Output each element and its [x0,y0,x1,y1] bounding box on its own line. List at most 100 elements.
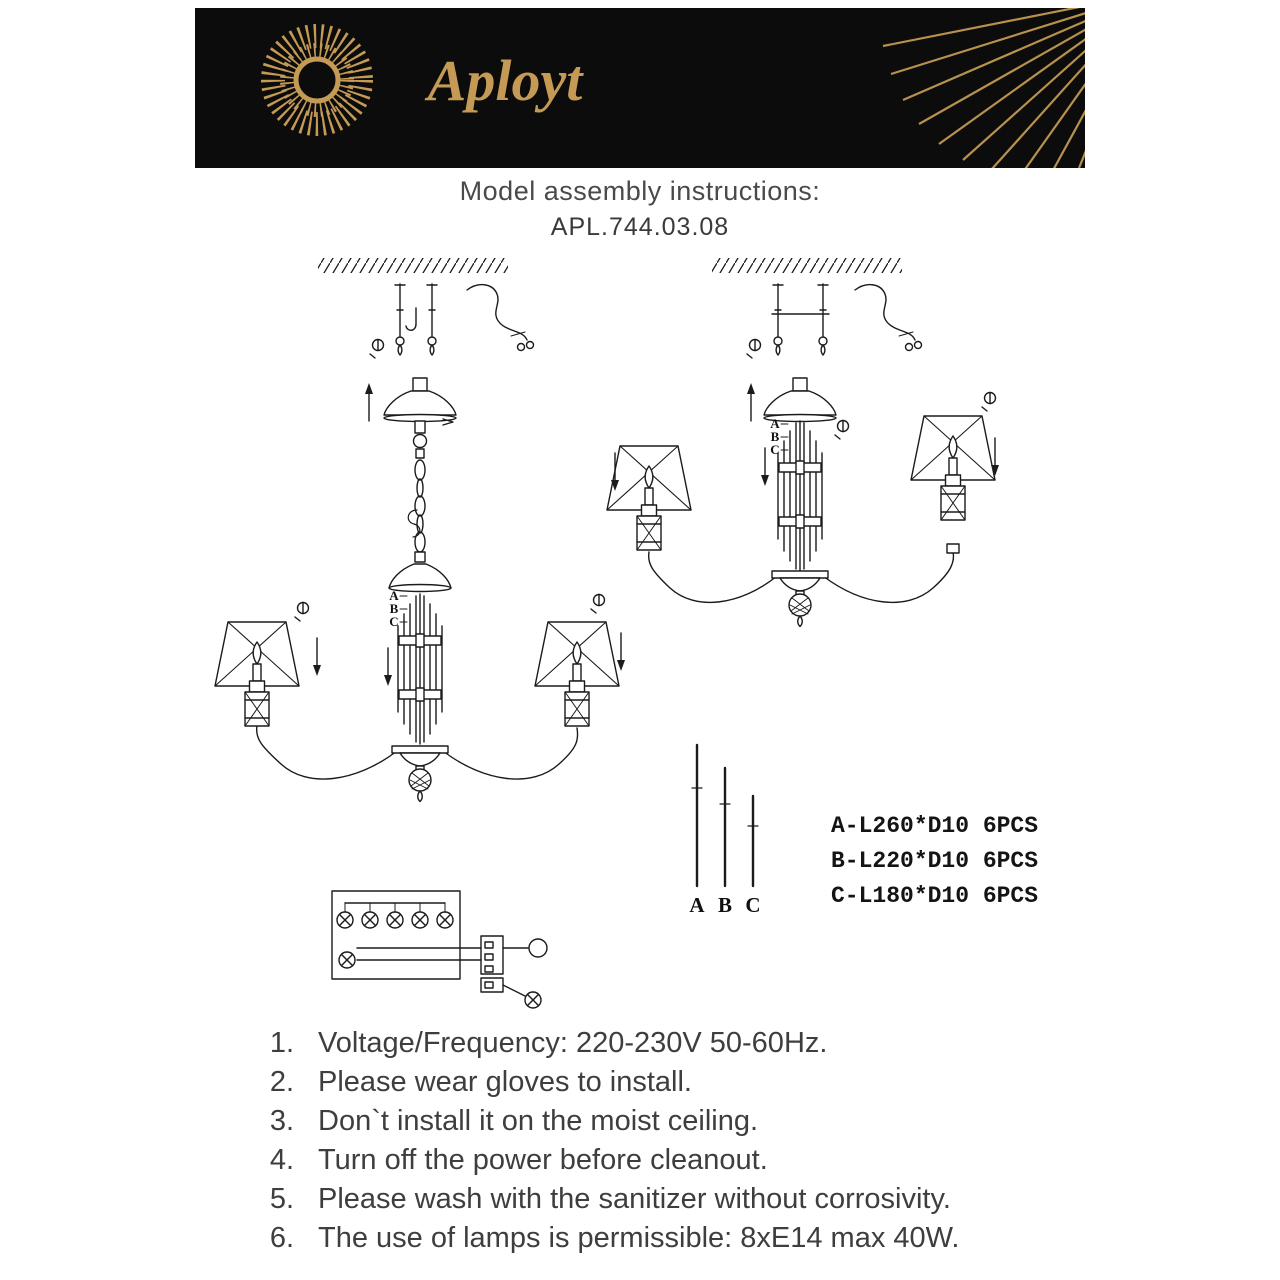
down-arrow-icon [760,447,770,487]
mounting-screw [426,283,438,356]
down-arrow-icon [312,637,322,677]
screw-icon [294,601,310,622]
instruction-text: Voltage/Frequency: 220-230V 50-60Hz. [318,1027,828,1059]
instruction-number: 6. [269,1222,294,1254]
brand-banner: Aployt [195,8,1085,168]
connector-pin [484,953,494,961]
latch-icon [442,418,454,426]
screw-icon [981,391,997,412]
terminal-symbol [361,911,379,929]
instruction-item: 1. Voltage/Frequency: 220-230V 50-60Hz. [248,1024,1098,1062]
connector-pin [484,965,494,973]
instruction-number: 4. [269,1144,294,1176]
ceiling-hatch [712,258,902,273]
left-chandelier-diagram: A B C [214,258,626,803]
rod-key-label-c: C [745,893,760,917]
instruction-text: Don`t install it on the moist ceiling. [318,1105,759,1137]
ceiling-canopy [383,377,457,423]
lamp-with-shade [534,621,620,727]
power-cord [466,283,535,352]
instruction-item: 3. Don`t install it on the moist ceiling… [248,1102,1098,1140]
part-spec-b: B-L220*D10 6PCS [831,848,1038,874]
instruction-text: The use of lamps is permissible: 8xE14 m… [318,1222,960,1254]
rod-label-a: A [389,588,399,603]
assembly-diagram: A B C [214,258,1038,1009]
brand-banner-art: Aployt [195,8,1085,168]
hook-icon [405,307,417,331]
connector [415,448,425,459]
suspension-chain [414,459,426,553]
mounting-screw [394,283,406,356]
terminal-symbol [436,911,454,929]
s-hook-icon [407,509,421,538]
wire [502,984,526,997]
connector-pin [484,981,494,989]
model-number: APL.744.03.08 [550,213,730,241]
lamp-symbol [528,938,548,958]
rod-label-c: C [389,614,398,629]
mounting-screw [772,283,784,356]
power-cord [854,283,923,352]
ceiling-hatch [318,258,508,273]
mounting-screw [817,283,829,356]
instruction-item: 4. Turn off the power before cleanout. [248,1141,1098,1179]
connector-knob [412,433,428,449]
instruction-number: 3. [269,1105,294,1137]
down-arrow-icon [990,437,1000,477]
gold-rays-icon [882,8,1085,168]
brand-logo-text: Aployt [425,48,585,113]
connector-block [480,935,504,975]
instruction-number: 5. [269,1183,294,1215]
rod-key-label-b: B [718,893,732,917]
crystal-rod-column [777,420,823,572]
parts-spec-list: A-L260*D10 6PCS B-L220*D10 6PCS C-L180*D… [831,813,1038,909]
connector-pin [484,941,494,949]
part-spec-c: C-L180*D10 6PCS [831,883,1038,909]
instruction-list: 1. Voltage/Frequency: 220-230V 50-60Hz. … [248,1024,1098,1258]
crystal-rod-column [397,593,443,745]
instruction-text: Please wear gloves to install. [318,1066,692,1098]
screw-icon [369,338,385,359]
instruction-number: 1. [269,1027,294,1059]
ceiling-canopy [763,377,837,423]
page-title: Model assembly instructions: [459,176,821,206]
up-arrow-icon [746,382,756,422]
right-arm [442,727,579,780]
down-arrow-icon [383,647,393,687]
terminal-box [331,890,461,980]
connector [414,420,426,434]
instruction-text: Please wash with the sanitizer without c… [318,1183,951,1215]
instruction-item: 6. The use of lamps is permissible: 8xE1… [248,1219,1098,1257]
lamp-with-shade [910,415,996,521]
screw-icon [834,419,850,440]
terminal-symbol [411,911,429,929]
part-spec-a: A-L260*D10 6PCS [831,813,1038,839]
screw-icon [746,338,762,359]
up-arrow-icon [364,382,374,422]
rod-label-a: A [770,416,780,431]
lamp-with-shade [214,621,300,727]
left-arm [255,725,398,780]
instruction-text: Turn off the power before cleanout. [318,1144,768,1176]
instruction-item: 5. Please wash with the sanitizer withou… [248,1180,1098,1218]
left-arm [647,551,778,604]
rod-key-label-a: A [689,893,705,917]
top-bell-rim [388,583,452,593]
rod-label-c: C [770,442,779,457]
screw-icon [590,593,606,614]
right-chandelier-diagram: A B C [606,258,1000,628]
bottom-plate [771,570,829,592]
terminal-symbol [338,951,356,969]
rod-label-b: B [771,429,780,444]
instruction-item: 2. Please wear gloves to install. [248,1063,1098,1101]
faceted-ball-finial [788,590,812,628]
terminal-symbol [524,991,542,1009]
rod-size-key: A B C [689,743,761,917]
terminal-symbol [386,911,404,929]
rod-label-b: B [390,601,399,616]
right-arm [822,551,955,604]
stem [414,551,426,563]
bottom-plate [391,745,449,767]
sunburst-logo-icon [261,24,373,136]
